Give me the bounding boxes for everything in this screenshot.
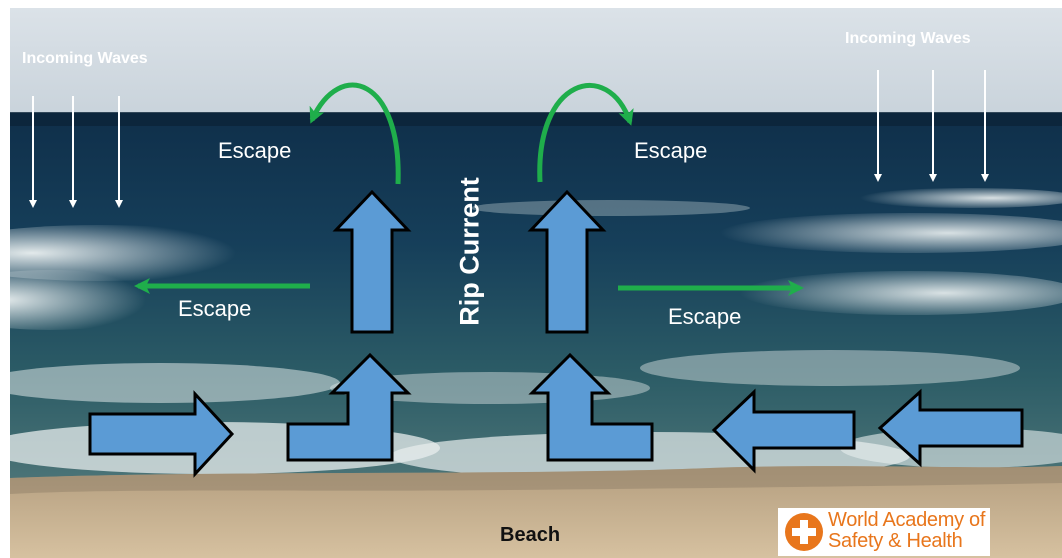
sky [10, 8, 1062, 116]
incoming-wave-arrows-right [874, 70, 989, 182]
block-arrow-icon [527, 189, 607, 334]
escape-arrows [134, 82, 804, 296]
escape-label-mid-right: Escape [668, 304, 742, 329]
rip-current-label: Rip Current [454, 177, 485, 326]
escape-label-top-right: Escape [634, 138, 708, 163]
plus-circle-icon [785, 513, 823, 551]
escape-arrow-icon [309, 82, 401, 185]
block-arrow-icon [711, 388, 856, 474]
logo-text: World Academy of Safety & Health [828, 510, 985, 552]
beach-label: Beach [500, 524, 561, 546]
incoming-waves-label-right: Incoming Waves [845, 30, 971, 47]
incoming-waves-label-left: Incoming Waves [22, 50, 148, 67]
block-arrow-icon [528, 352, 654, 462]
block-arrow-icon [286, 352, 412, 462]
rip-current-diagram: Incoming Waves Incoming Waves Escape Esc… [10, 8, 1062, 558]
current-arrows [88, 189, 1024, 478]
escape-arrow-icon [537, 82, 634, 183]
diagram-overlay [29, 70, 1024, 478]
escape-label-mid-left: Escape [178, 296, 252, 321]
logo: World Academy of Safety & Health [778, 508, 990, 556]
escape-label-top-left: Escape [218, 138, 292, 163]
horizon [10, 112, 1062, 126]
logo-line-1: World Academy of [828, 509, 986, 531]
logo-line-2: Safety & Health [828, 530, 963, 552]
block-arrow-icon [88, 390, 235, 478]
block-arrow-icon [877, 388, 1024, 468]
block-arrow-icon [332, 189, 412, 334]
incoming-wave-arrows-left [29, 96, 123, 208]
